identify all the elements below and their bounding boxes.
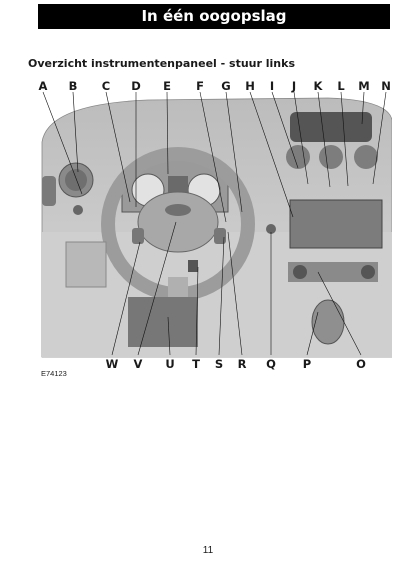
section-title: Overzicht instrumentenpaneel - stuur lin… (28, 57, 295, 70)
callout-l: L (337, 79, 345, 93)
dashboard-drawing (41, 91, 392, 358)
callout-w: W (105, 357, 119, 371)
callout-a: A (38, 79, 48, 93)
callout-c: C (101, 79, 111, 93)
callout-g: G (221, 79, 231, 93)
callout-n: N (381, 79, 391, 93)
callout-o: O (356, 357, 366, 371)
callout-h: H (245, 79, 255, 93)
callout-r: R (237, 357, 247, 371)
chapter-header: In één oogopslag (38, 4, 390, 29)
callout-b: B (68, 79, 78, 93)
callout-u: U (165, 357, 175, 371)
callout-i: I (269, 79, 275, 93)
callout-d: D (131, 79, 141, 93)
callout-k: K (313, 79, 323, 93)
dashboard-illustration: A B C D E F G H I J K L M N W V U T S R … (28, 72, 392, 390)
callout-f: F (196, 79, 204, 93)
page-number: 11 (202, 545, 214, 556)
figure-code: E74123 (41, 369, 67, 378)
callout-p: P (302, 357, 312, 371)
callout-j: J (291, 79, 297, 93)
callout-m: M (358, 79, 370, 93)
callout-e: E (163, 79, 171, 93)
callout-t: T (192, 357, 200, 371)
callout-s: S (214, 357, 224, 371)
callout-v: V (133, 357, 143, 371)
callout-q: Q (266, 357, 276, 371)
